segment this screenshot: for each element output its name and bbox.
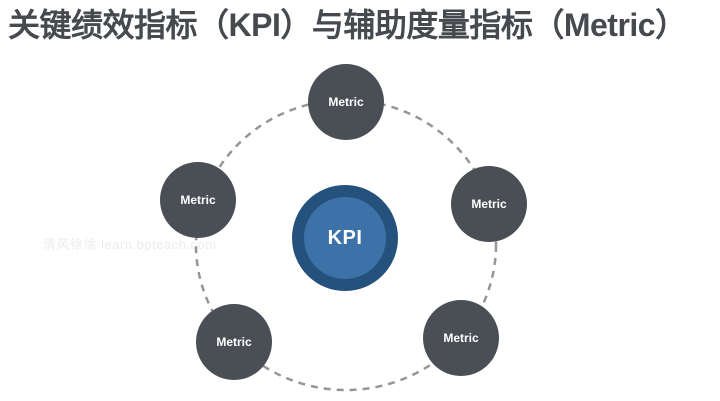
metric-node-bottom-right: Metric xyxy=(423,300,499,376)
kpi-node: KPI xyxy=(292,185,398,291)
metric-node-label: Metric xyxy=(216,335,252,349)
metric-node-bottom-left: Metric xyxy=(196,304,272,380)
metric-node-label: Metric xyxy=(180,193,216,207)
metric-node-label: Metric xyxy=(328,95,364,109)
metric-node-left: Metric xyxy=(160,162,236,238)
metric-node-top: Metric xyxy=(308,64,384,140)
metric-node-right: Metric xyxy=(451,166,527,242)
watermark: 清风徐徐 learn.bpteach.com xyxy=(43,237,217,252)
metric-node-label: Metric xyxy=(471,197,507,211)
kpi-node-inner: KPI xyxy=(304,197,386,279)
kpi-node-label: KPI xyxy=(327,226,363,249)
page-title: 关键绩效指标（KPI）与辅助度量指标（Metric） xyxy=(8,7,687,43)
metric-node-label: Metric xyxy=(443,331,479,345)
